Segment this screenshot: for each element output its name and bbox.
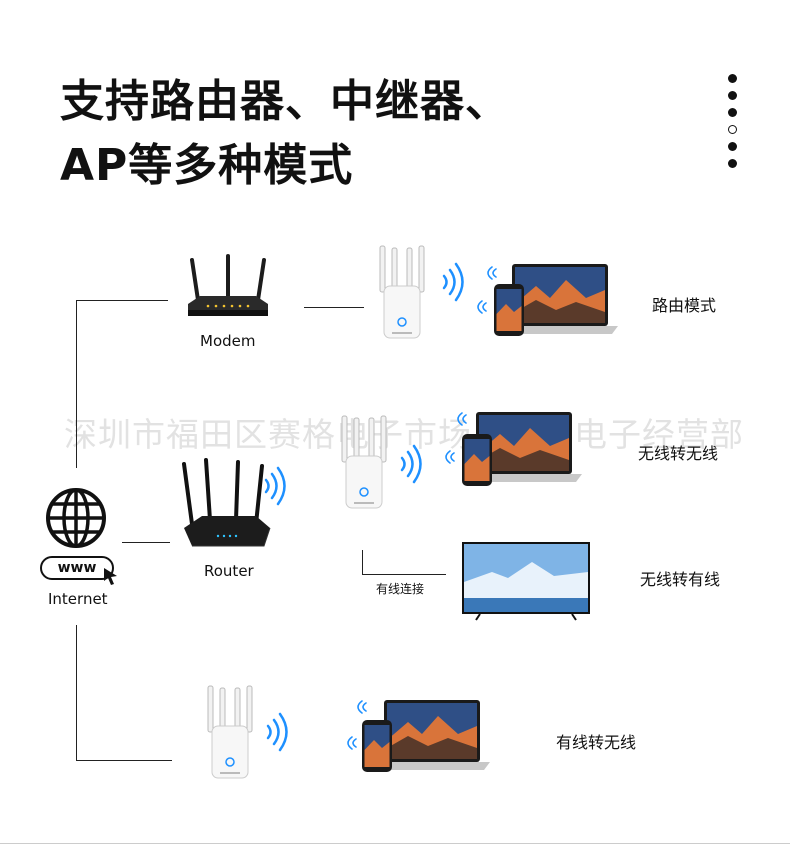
connector-line [76,625,77,760]
connector-line [362,574,446,575]
modem-icon [188,254,268,316]
dot-icon [727,91,737,100]
mode-label-router: 路由模式 [652,296,717,315]
wifi-small-icon [445,450,455,464]
mode-label-wireless-to-wired: 无线转有线 [640,570,721,589]
connector-line [304,307,364,308]
dot-icon [727,142,737,151]
watermark: 深圳市福田区赛格电子市场星益得电子经营部 [64,415,744,454]
globe-icon [46,488,106,548]
phone-icon [494,284,524,336]
phone-icon [462,434,492,486]
decorative-dots [724,74,740,176]
laptop-icon [470,412,582,482]
hollow-dot-icon [727,125,737,134]
repeater-icon [379,245,425,339]
page-title: 支持路由器、中继器、 AP等多种模式 [60,70,510,198]
wifi-signal-icon [400,444,422,484]
laptop-icon [378,700,490,770]
wifi-small-icon [457,412,467,426]
dot-icon [727,108,737,117]
phone-icon [362,720,392,772]
router-label: Router [204,562,254,580]
wifi-small-icon [357,700,367,714]
laptop-icon [506,264,618,334]
mode-label-wireless-to-wireless: 无线转无线 [638,444,719,463]
router-icon [182,458,271,547]
wifi-signal-icon [264,466,286,506]
wired-connection-label: 有线连接 [376,582,425,596]
mode-label-wired-to-wireless: 有线转无线 [556,733,637,752]
www-badge: www [40,556,114,580]
wifi-small-icon [487,266,497,280]
tv-icon [462,542,590,621]
repeater-icon [207,685,253,779]
connector-line [76,300,168,301]
www-text: www [57,560,97,576]
wifi-small-icon [347,736,357,750]
bottom-divider [0,843,790,844]
cursor-icon [104,568,117,585]
connector-line [362,550,363,574]
modem-label: Modem [200,332,256,350]
wifi-signal-icon [266,712,288,752]
internet-label: Internet [48,590,108,608]
title-line-2: AP等多种模式 [60,140,354,191]
repeater-icon [341,415,387,509]
connector-line [76,300,77,468]
wifi-small-icon [477,300,487,314]
connector-line [76,760,172,761]
connector-line [122,542,170,543]
dot-icon [727,74,737,83]
title-line-1: 支持路由器、中继器、 [60,76,510,127]
dot-icon [727,159,737,168]
wifi-signal-icon [442,262,464,302]
